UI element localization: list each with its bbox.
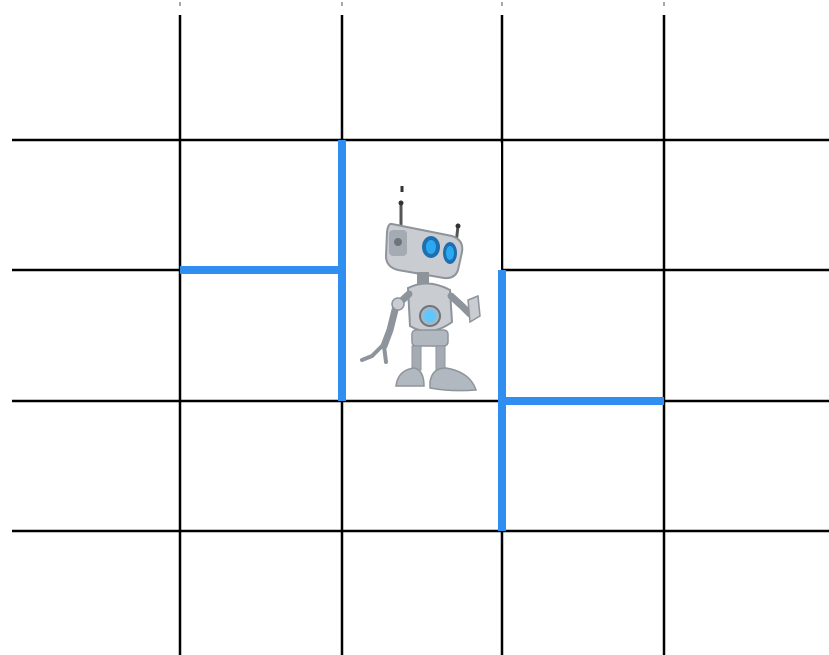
robot-leg-right (436, 346, 445, 370)
robot-leg-left (412, 346, 421, 370)
robot-pelvis (412, 330, 448, 346)
robot-antenna-knob-left (399, 201, 404, 206)
robot-antenna-knob-right (456, 224, 461, 229)
robot-icon (344, 143, 501, 398)
robot-neck (417, 272, 429, 284)
robot-ear-bolt (394, 238, 402, 246)
